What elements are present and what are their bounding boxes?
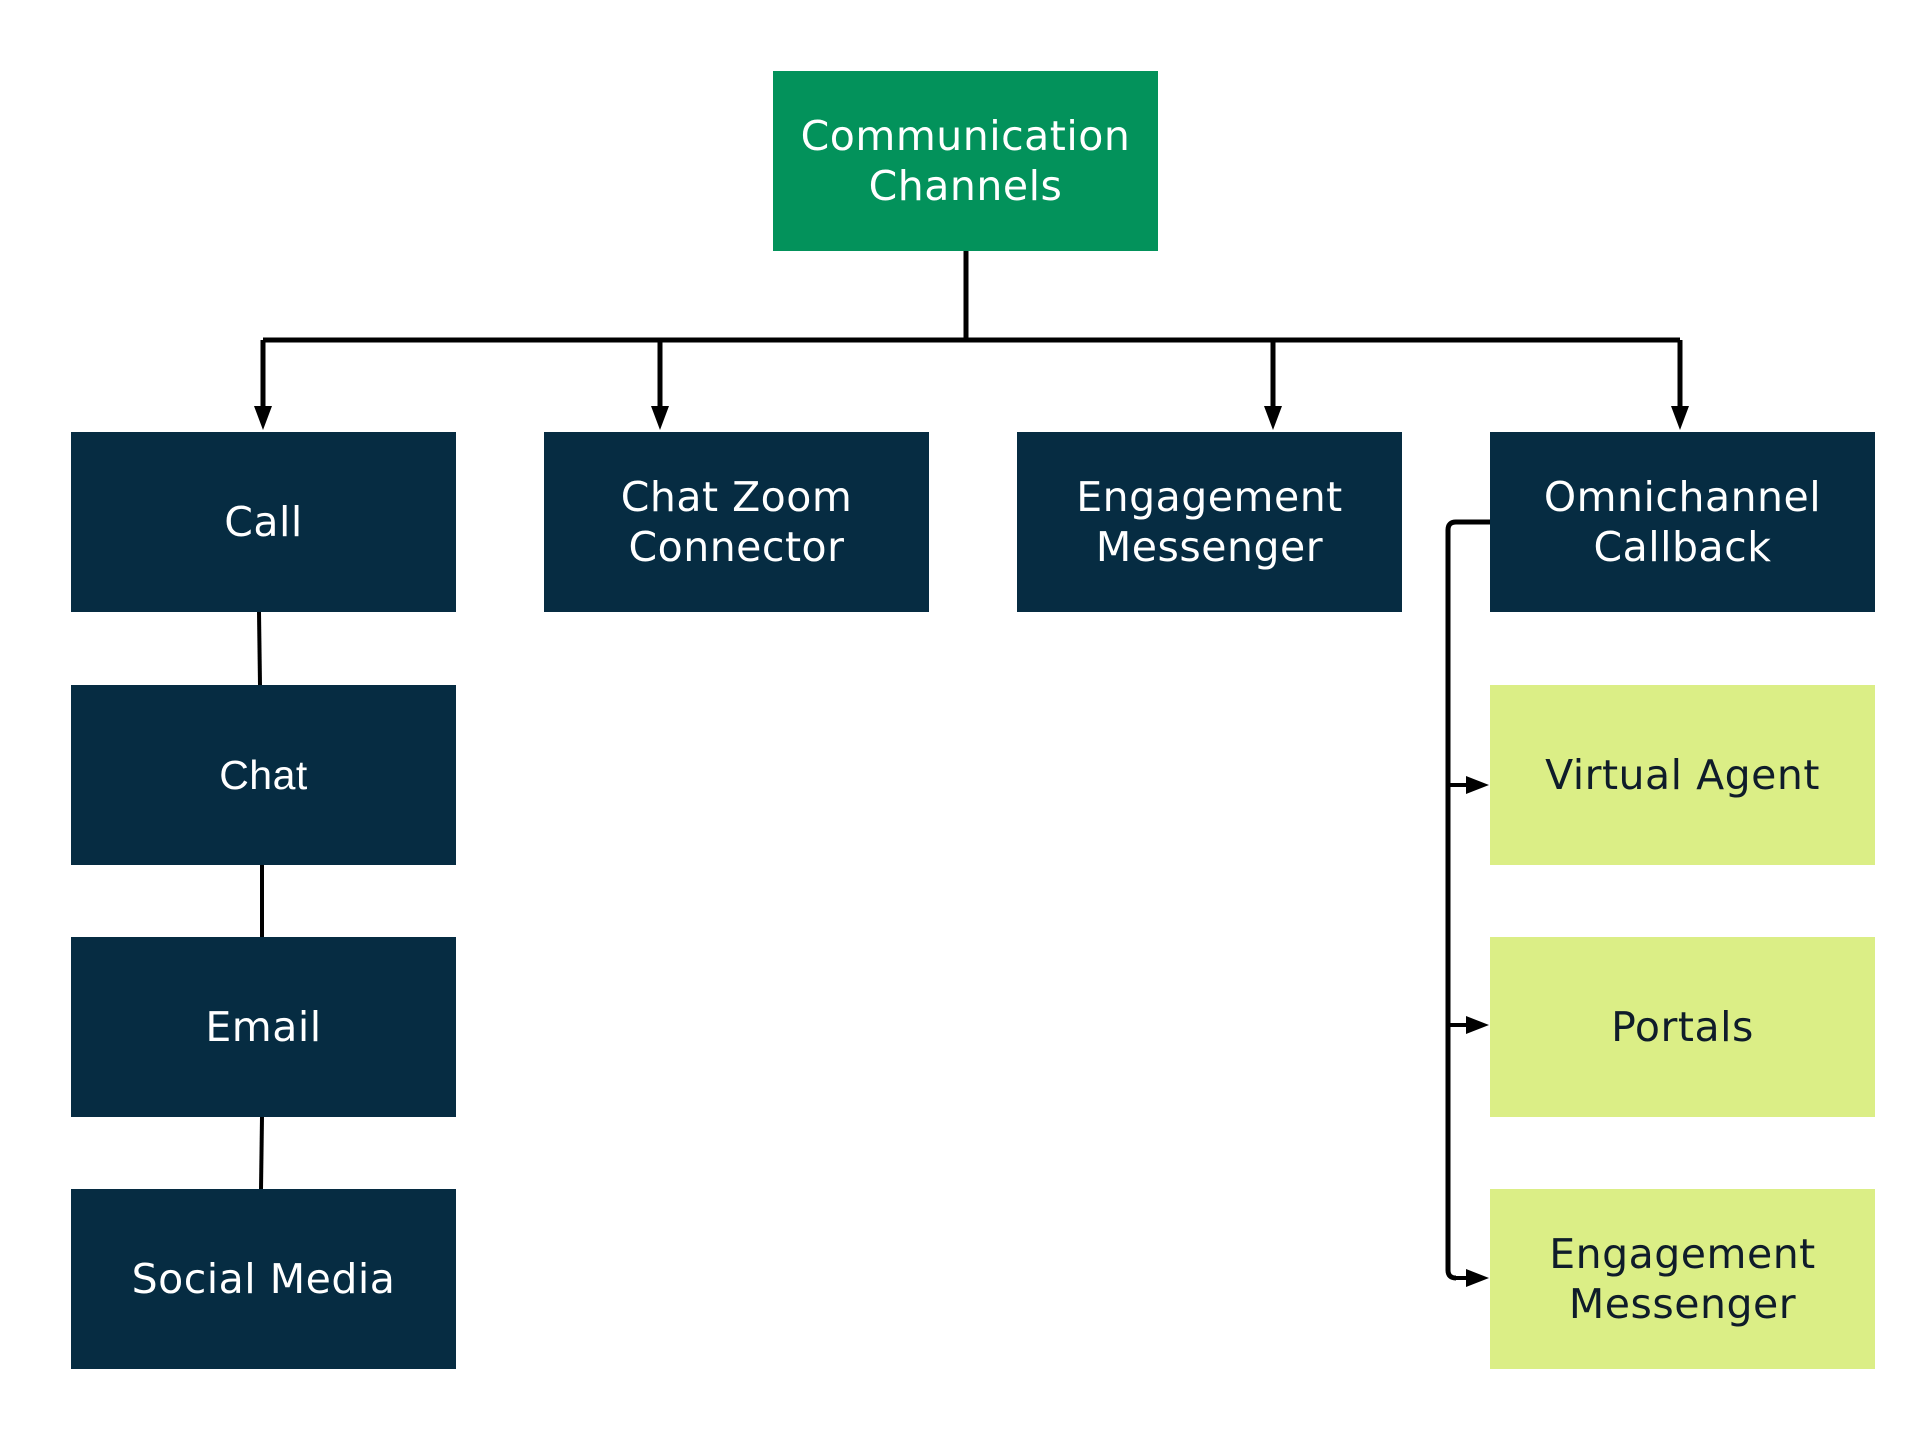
node-social-media: Social Media — [71, 1189, 456, 1369]
connector-call-chat — [257, 611, 262, 686]
arrowhead-portals — [1466, 1016, 1489, 1034]
node-engagement-messenger-sub: Engagement Messenger — [1490, 1189, 1875, 1369]
arrowhead-call — [254, 406, 272, 430]
node-portals: Portals — [1490, 937, 1875, 1117]
arrowhead-engagement-messenger — [1264, 406, 1282, 430]
node-chat: Chat — [71, 685, 456, 865]
node-virtual-agent: Virtual Agent — [1490, 685, 1875, 865]
connector-omnichannel-side — [1445, 519, 1490, 1281]
arrowhead-engagement-messenger-sub — [1466, 1269, 1489, 1287]
node-omnichannel-callback: Omnichannel Callback — [1490, 432, 1875, 612]
node-engagement-messenger: Engagement Messenger — [1017, 432, 1402, 612]
arrowhead-omnichannel-callback — [1671, 406, 1689, 430]
connector-email-social-media — [259, 1116, 264, 1190]
node-call: Call — [71, 432, 456, 612]
node-email: Email — [71, 937, 456, 1117]
node-chat-zoom-connector: Chat Zoom Connector — [544, 432, 929, 612]
arrowhead-virtual-agent — [1466, 776, 1489, 794]
arrowhead-chat-zoom-connector — [651, 406, 669, 430]
node-communication-channels: Communication Channels — [773, 71, 1158, 251]
